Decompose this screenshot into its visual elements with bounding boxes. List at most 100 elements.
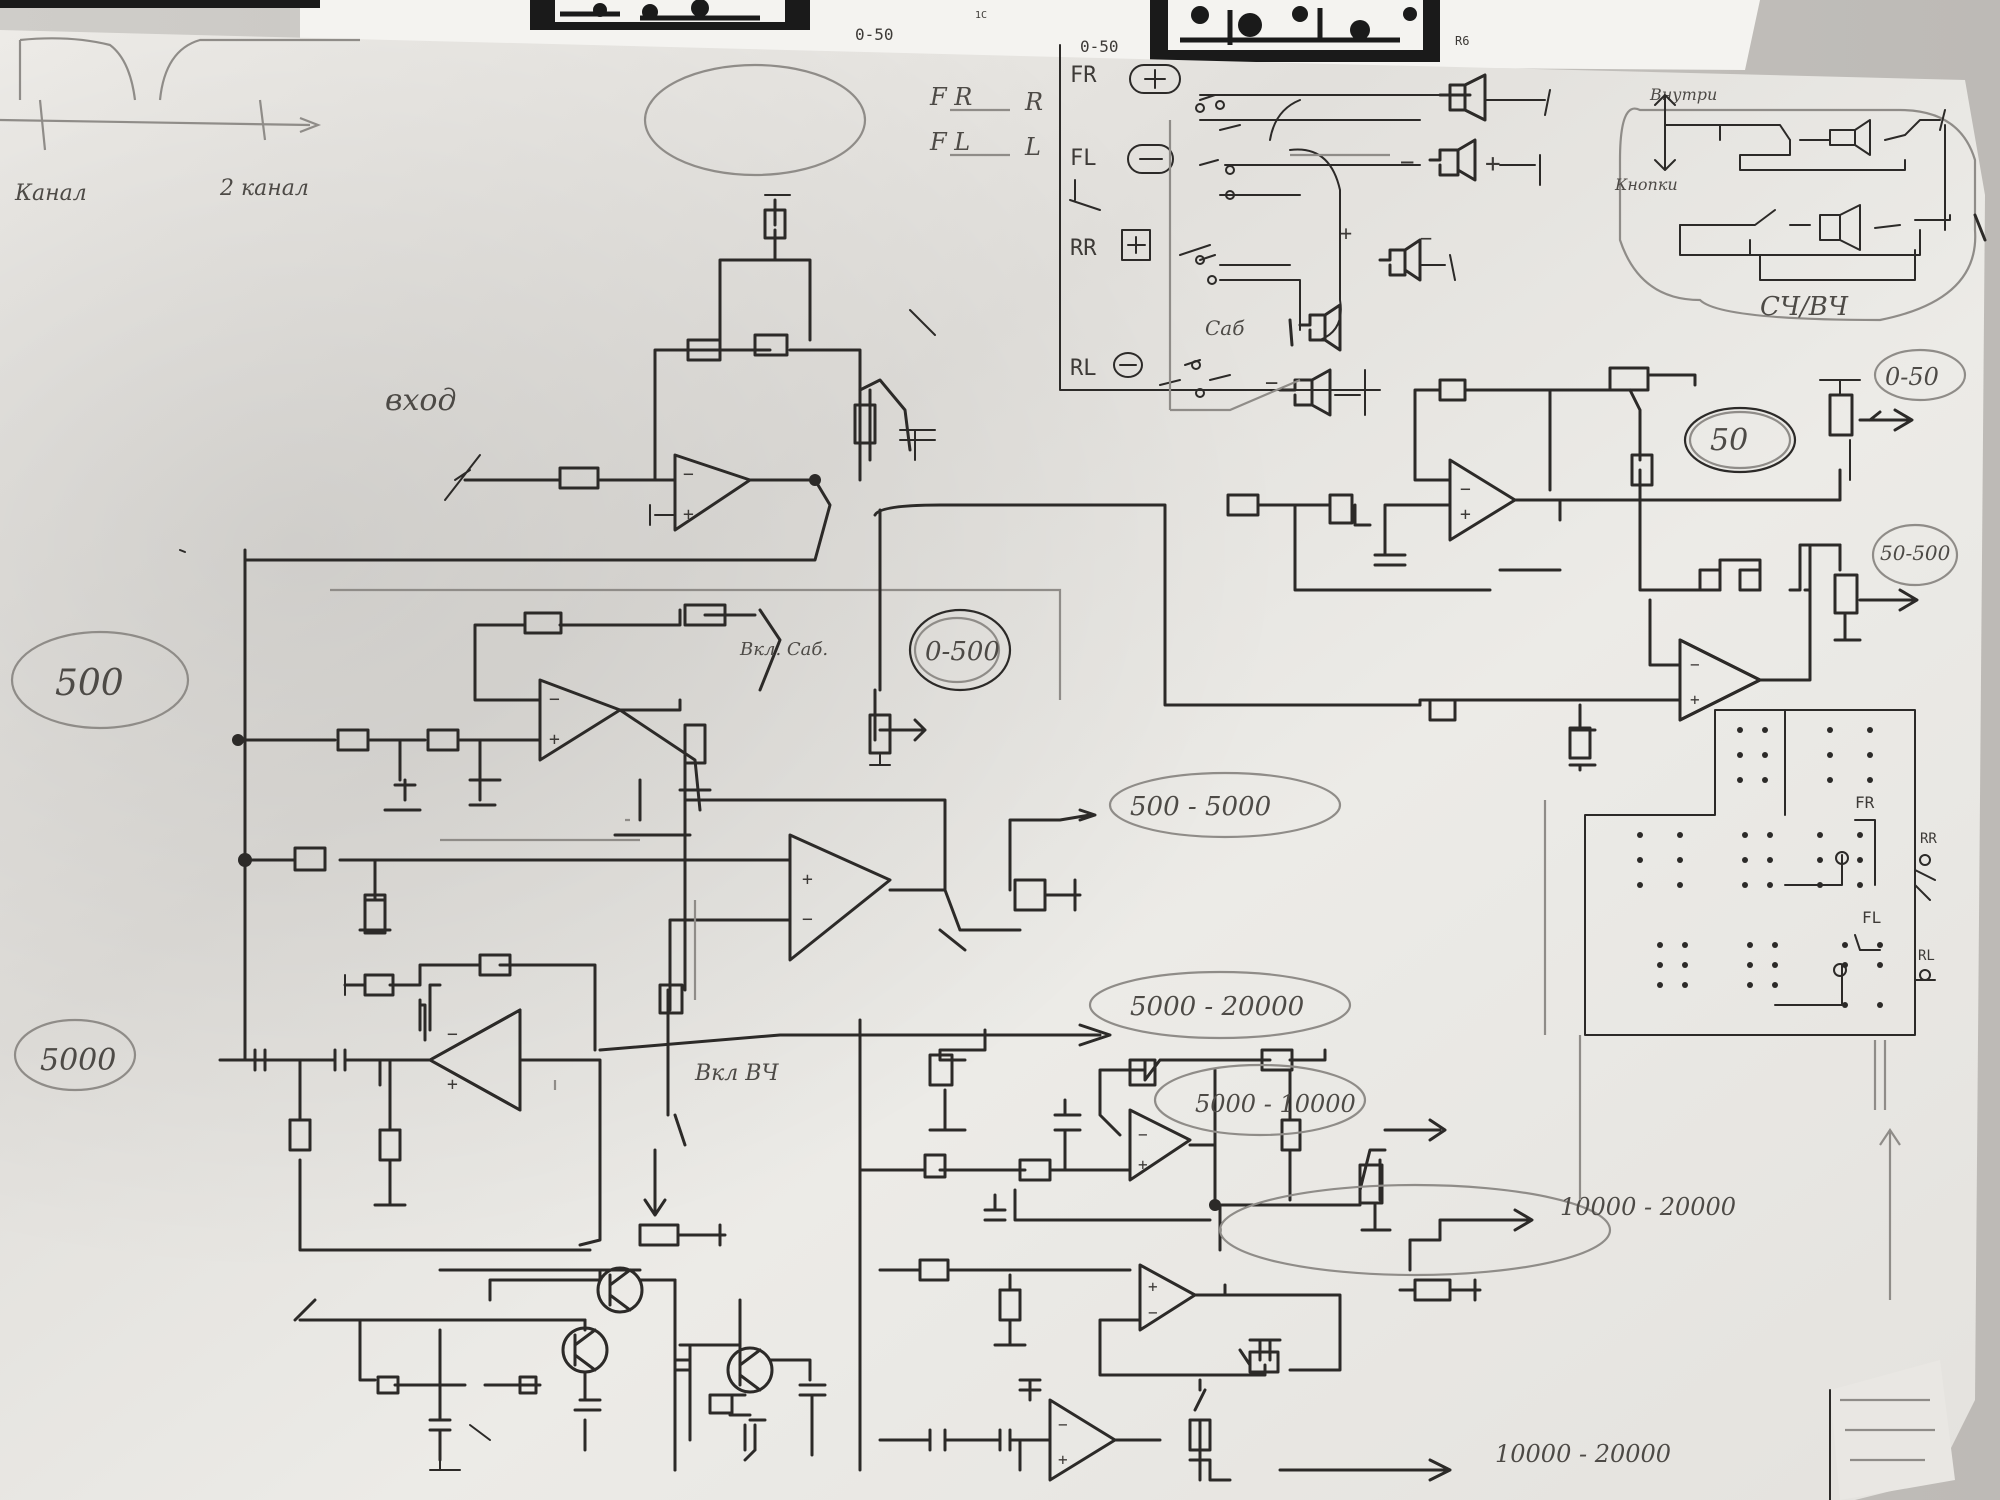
bandpass-opamp — [788, 833, 892, 962]
label-range-50-500: 50-500 — [1880, 541, 1951, 565]
svg-text:+: + — [1690, 690, 1700, 709]
label-mid-high: СЧ/ВЧ — [1760, 292, 1849, 322]
label-sub: Саб — [1205, 316, 1245, 340]
pcb-label-2: 0-50 — [1080, 37, 1119, 56]
label-range-500-5000: 500 - 5000 — [1130, 792, 1271, 822]
power-supply-section — [293, 1266, 827, 1472]
paper-corner-notes — [1829, 1360, 1955, 1500]
svg-text:+: + — [1148, 1277, 1158, 1296]
svg-text:+: + — [549, 729, 560, 750]
label-fr-r: F R — [929, 83, 972, 111]
speaker-wiring-section: F R R F L L FR FL RR RL — [929, 44, 1551, 417]
lowpass-opamp — [538, 678, 622, 762]
highpass-5000-block: − + 5000 5000 - 20000 — [13, 953, 1352, 1252]
stray-marks — [179, 309, 936, 553]
svg-text:−: − — [1420, 226, 1432, 250]
label-range-0-50: 0-50 — [1885, 363, 1939, 391]
range-5000-20000-oval — [1088, 970, 1352, 1040]
label-channel-1: Канал — [14, 181, 87, 206]
hf-opamp-2 — [1138, 1263, 1197, 1332]
range-10000-20000-oval-a — [1218, 1183, 1612, 1277]
svg-text:+: + — [1058, 1450, 1068, 1469]
pcb-label-mark: 1C — [975, 10, 987, 21]
hf-opamp-3 — [1018, 1398, 1117, 1482]
range-500-5000-oval — [1108, 771, 1342, 839]
svg-text:+: + — [1340, 221, 1352, 245]
faint-guide-lines — [553, 900, 697, 1090]
sub-pot-50-500 — [1833, 573, 1859, 615]
label-sub-switch: Вкл. Саб. — [739, 639, 828, 660]
label-range-0-500: 0-500 — [925, 637, 1000, 667]
output-0-500: 0-500 — [868, 508, 1012, 766]
lowpass-500-block: − + Вкл. Саб. 500 — [10, 548, 1062, 1062]
label-L: L — [1024, 133, 1041, 161]
label-band-5000: 5000 — [40, 1043, 116, 1078]
range-5000-10000-oval — [1153, 1063, 1367, 1137]
label-RR: RR — [1070, 236, 1097, 261]
hf-pot-5000-10000 — [1358, 1163, 1384, 1205]
svg-text:−: − — [802, 909, 813, 930]
range-50-500-oval — [1871, 523, 1959, 587]
label-outside: Кнопки — [1614, 175, 1678, 194]
hf-opamp-1 — [1128, 1108, 1192, 1182]
label-range-10000-20000-b: 10000 - 20000 — [1495, 1440, 1671, 1468]
board-layout-panel: FR FL RR RL — [1543, 709, 1937, 1300]
range-0-50-oval — [1873, 348, 1967, 402]
svg-text:+: + — [1460, 504, 1471, 525]
board-label-fl: FL — [1862, 908, 1881, 927]
svg-text:+: + — [1138, 1155, 1148, 1174]
band-5000-oval — [13, 1018, 137, 1092]
hf-trim-1 — [1128, 1058, 1157, 1087]
board-holes — [1637, 727, 1883, 1008]
pcb-label-r6: R6 — [1455, 34, 1469, 48]
sub-filter-section: − + 50 0-50 50-500 − + — [873, 348, 1967, 772]
svg-text:+: + — [802, 869, 813, 890]
filter-response-sketch: Канал 2 канал — [0, 37, 360, 206]
svg-text:−: − — [447, 1024, 458, 1045]
label-range-5000-20000: 5000 - 20000 — [1130, 992, 1304, 1022]
range-0-500-oval — [908, 608, 1012, 692]
label-range-10000-20000-a: 10000 - 20000 — [1560, 1193, 1736, 1221]
board-label-rr: RR — [1920, 831, 1937, 847]
svg-text:−: − — [549, 689, 560, 710]
svg-text:−: − — [1148, 1303, 1158, 1322]
rl-terminal — [1113, 352, 1143, 378]
sub-opamp-1 — [1448, 458, 1517, 542]
svg-text:−: − — [1400, 148, 1414, 176]
label-inside: Внутри — [1649, 85, 1717, 104]
label-fr-l: F L — [929, 128, 970, 156]
svg-text:+: + — [683, 504, 694, 525]
svg-text:−: − — [1460, 479, 1471, 500]
input-opamp — [673, 453, 752, 532]
fl-terminal — [1127, 144, 1174, 174]
board-label-fr: FR — [1855, 793, 1875, 812]
empty-oval — [643, 63, 867, 177]
svg-text:−: − — [1690, 655, 1700, 674]
svg-text:−: − — [1058, 1415, 1068, 1434]
svg-text:+: + — [1485, 149, 1501, 179]
input-resistor — [558, 466, 600, 490]
hf-filter-section: − + 5000 - 10000 + − 10000 - 20000 — [858, 1018, 1736, 1482]
label-band-50: 50 — [1710, 423, 1748, 458]
label-channel-2: 2 канал — [219, 176, 309, 201]
fr-terminal — [1129, 64, 1181, 94]
band-50-oval — [1683, 406, 1797, 474]
rr-terminal — [1121, 229, 1151, 261]
svg-text:−: − — [683, 464, 694, 485]
svg-text:−: − — [1138, 1125, 1148, 1144]
band-500-oval — [10, 630, 190, 730]
pcb-label-1: 0-50 — [855, 25, 894, 44]
label-range-5000-10000: 5000 - 10000 — [1195, 1090, 1356, 1118]
label-FR: FR — [1070, 63, 1097, 88]
mid-high-detail: Внутри Кнопки СЧ/ВЧ — [1614, 85, 1987, 322]
label-input: вход — [385, 383, 456, 418]
board-label-rl: RL — [1918, 948, 1935, 964]
label-FL: FL — [1070, 146, 1097, 171]
input-opamp-stage: вход − + — [243, 194, 936, 562]
label-R: R — [1024, 88, 1043, 116]
label-hf-switch: Вкл ВЧ — [694, 1061, 779, 1086]
label-band-500: 500 — [55, 663, 124, 704]
label-RL: RL — [1070, 356, 1097, 381]
